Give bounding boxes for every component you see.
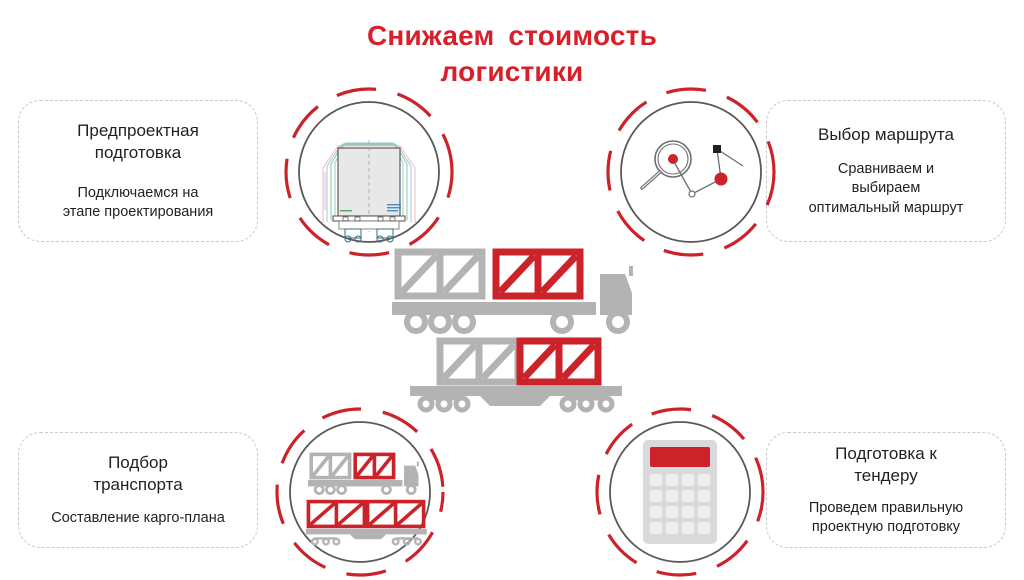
truck-wheels — [404, 310, 630, 334]
loading-gauge-diagram-icon — [284, 87, 454, 257]
card-subtitle: Составление карго-плана — [51, 509, 225, 526]
card-pre-project-preparation[interactable]: Предпроектная подготовка Подключаемся на… — [18, 100, 258, 242]
center-rail-flatcar — [400, 336, 632, 416]
cargo-crate-gray — [436, 337, 522, 386]
truck-exhaust — [629, 266, 633, 276]
truck-and-railcar-icon — [275, 407, 445, 577]
railcar-deck — [410, 386, 622, 396]
card-subtitle: Сравниваем и выбираем оптимальный маршру… — [808, 161, 964, 216]
page-title-line-1: Снижаем стоимость — [366, 20, 657, 51]
rail-flatcar-with-cargo — [410, 337, 622, 413]
card-route-selection[interactable]: Выбор маршрута Сравниваем и выбираем опт… — [766, 100, 1006, 242]
badge-loading-gauge[interactable] — [281, 84, 457, 260]
calculator-display — [650, 447, 710, 467]
card-title: Предпроектная подготовка — [77, 120, 199, 162]
route-magnifier-icon — [606, 87, 776, 257]
flatbed-truck-with-cargo — [392, 248, 633, 334]
route-node-waypoint — [714, 172, 728, 186]
cargo-crate-red — [516, 337, 602, 386]
magnifier-glass — [640, 140, 692, 190]
badge-transport-selection[interactable] — [272, 404, 448, 580]
center-flatbed-truck — [392, 246, 656, 342]
calculator-icon — [595, 407, 765, 577]
railcar-bogie-right — [559, 395, 615, 413]
card-title: Выбор маршрута — [818, 125, 954, 145]
route-node-destination — [713, 145, 721, 153]
cargo-crate-gray — [394, 248, 486, 300]
mini-truck — [308, 452, 419, 496]
badge-route-selection[interactable] — [603, 84, 779, 260]
route-node-origin — [688, 190, 696, 198]
card-transport-selection[interactable]: Подбор транспорта Составление карго-план… — [18, 432, 258, 548]
page-title: Снижаем стоимость логистики — [292, 18, 732, 90]
badge-tender-preparation[interactable] — [592, 404, 768, 580]
page-title-line-2: логистики — [440, 55, 584, 87]
calculator-keys — [650, 474, 710, 534]
railcar-bogie-left — [417, 395, 471, 413]
card-subtitle: Подключаемся на этапе проектирования — [62, 184, 214, 221]
card-tender-preparation[interactable]: Подготовка к тендеру Проведем правильную… — [766, 432, 1006, 548]
mini-railcar — [306, 499, 427, 546]
calculator-body — [643, 440, 717, 544]
card-subtitle: Проведем правильную проектную подготовку — [808, 499, 964, 536]
railcar-underframe — [480, 396, 550, 406]
card-title: Подготовка к тендеру — [835, 443, 937, 485]
truck-cab — [600, 274, 632, 315]
cargo-crate-red — [492, 248, 584, 300]
card-title: Подбор транспорта — [93, 453, 183, 495]
